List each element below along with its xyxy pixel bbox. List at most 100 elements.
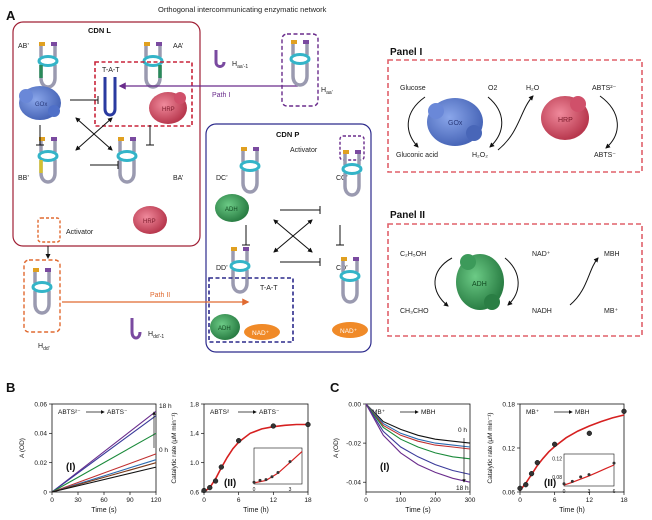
plot-frame	[51, 403, 157, 493]
y-tick-label: 0.04	[34, 431, 47, 438]
complex-label-l: T-A-T	[102, 67, 120, 74]
x-tick-label: 12	[586, 497, 594, 504]
adh-protein-image: ADH	[456, 254, 504, 310]
hdd1-label: Hdd’-1	[148, 331, 164, 340]
panel-label-a: A	[6, 8, 16, 23]
range-top-label: 18 h	[159, 403, 172, 410]
inset-data-point	[258, 478, 262, 482]
hrp-enzyme-ba: HRP	[133, 206, 167, 234]
hairpin-bb	[37, 135, 59, 184]
x-tick-label: 60	[100, 497, 108, 504]
inset-y-tick-label: 0.08	[552, 475, 562, 481]
data-point	[236, 438, 242, 444]
y-tick-label: 0.6	[190, 489, 199, 496]
inset-data-point	[264, 478, 268, 482]
reaction-from: ABTS²	[210, 409, 230, 416]
data-point	[621, 408, 627, 414]
panel-i-title: Panel I	[390, 47, 422, 58]
series-line	[51, 462, 157, 493]
activator-label-p: Activator	[290, 147, 318, 154]
series-line	[51, 410, 157, 493]
y-tick-label: 0.06	[502, 489, 515, 496]
acetaldehyde-label: CH₃CHO	[400, 308, 429, 315]
data-point	[552, 441, 558, 447]
complex-box-aa	[94, 61, 193, 127]
series-line	[365, 403, 471, 444]
y-axis-label: A (OD)	[333, 438, 340, 458]
panel-ii-box	[387, 223, 643, 337]
inset-x-tick-label: 6	[613, 489, 616, 495]
path-i: Path I Haa’ Haa’-1	[118, 33, 333, 107]
adh-enzyme-dd: ADH	[210, 314, 240, 340]
hairpin-ab	[37, 40, 59, 89]
plot-frame	[203, 403, 309, 493]
x-axis-label: Time (h)	[559, 507, 585, 514]
x-tick-label: 0	[50, 497, 54, 504]
x-axis-label: Time (s)	[91, 507, 116, 514]
y-tick-label: 0.18	[502, 401, 515, 408]
cdn-l-box	[12, 21, 201, 247]
reaction-to: MBH	[575, 409, 590, 416]
ethanol-label: C₂H₅OH	[400, 251, 426, 258]
inset-data-point	[276, 470, 280, 474]
x-tick-label: 0	[518, 497, 522, 504]
y-tick-label: 1.0	[190, 460, 199, 467]
inset-y-tick-label: 0.12	[552, 457, 562, 463]
nad-label: NAD⁺	[532, 251, 551, 258]
mb-label: MB⁺	[604, 308, 619, 315]
x-tick-label: 30	[74, 497, 82, 504]
range-bottom-label: 0 h	[159, 447, 168, 454]
x-tick-label: 0	[364, 497, 368, 504]
haa-label: Haa’	[321, 87, 333, 96]
series-line	[51, 466, 157, 493]
haa-box	[281, 33, 319, 107]
data-point	[523, 482, 529, 488]
inset-data-point	[252, 480, 256, 484]
series-line	[51, 415, 157, 493]
plot-frame	[365, 403, 471, 493]
node-dd: DD’	[216, 265, 228, 272]
hairpin-aa	[142, 40, 164, 89]
range-top-label: 0 h	[458, 427, 467, 434]
hairpin-complex-l	[103, 77, 117, 117]
inset-x-tick-label: 0	[253, 487, 256, 493]
node-dc: DC’	[216, 175, 228, 182]
svg-text:NAD⁺: NAD⁺	[340, 328, 358, 335]
activator-label-l: Activator	[66, 229, 94, 236]
data-point	[534, 460, 540, 466]
x-tick-label: 18	[620, 497, 628, 504]
svg-text:ADH: ADH	[225, 207, 238, 213]
data-point	[528, 471, 535, 477]
inset-frame	[253, 447, 303, 485]
nad-badge-cd: NAD⁺	[332, 322, 368, 338]
svg-text:GOx: GOx	[448, 120, 463, 127]
x-axis-label: Time (h)	[243, 507, 269, 514]
gluconic-acid-label: Gluconic acid	[396, 152, 438, 159]
svg-text:ADH: ADH	[472, 281, 487, 288]
y-tick-label: 0.02	[34, 460, 47, 467]
inset-data-point	[270, 475, 274, 479]
complex-box-dd	[208, 277, 294, 343]
series-line	[365, 403, 471, 450]
svg-text:HRP: HRP	[162, 107, 175, 113]
data-point	[218, 464, 224, 470]
activator-box-p	[339, 135, 365, 161]
panel-i-box	[387, 59, 643, 173]
data-point	[517, 485, 523, 491]
svg-text:ADH: ADH	[218, 326, 231, 332]
series-line	[365, 403, 471, 448]
inset-x-tick-label: 0	[563, 489, 566, 495]
reaction-to: ABTS⁻	[107, 409, 128, 416]
inset-data-point	[579, 475, 583, 479]
subpanel-label: (II)	[544, 478, 556, 489]
x-tick-label: 300	[465, 497, 476, 504]
x-tick-label: 6	[237, 497, 241, 504]
y-tick-label: 1.8	[190, 401, 199, 408]
x-tick-label: 12	[270, 497, 278, 504]
cdn-p-title: CDN P	[276, 130, 299, 139]
y-tick-label: -0.02	[346, 440, 361, 447]
svg-text:NAD⁺: NAD⁺	[252, 330, 270, 337]
panel-ii-title: Panel II	[390, 210, 425, 221]
